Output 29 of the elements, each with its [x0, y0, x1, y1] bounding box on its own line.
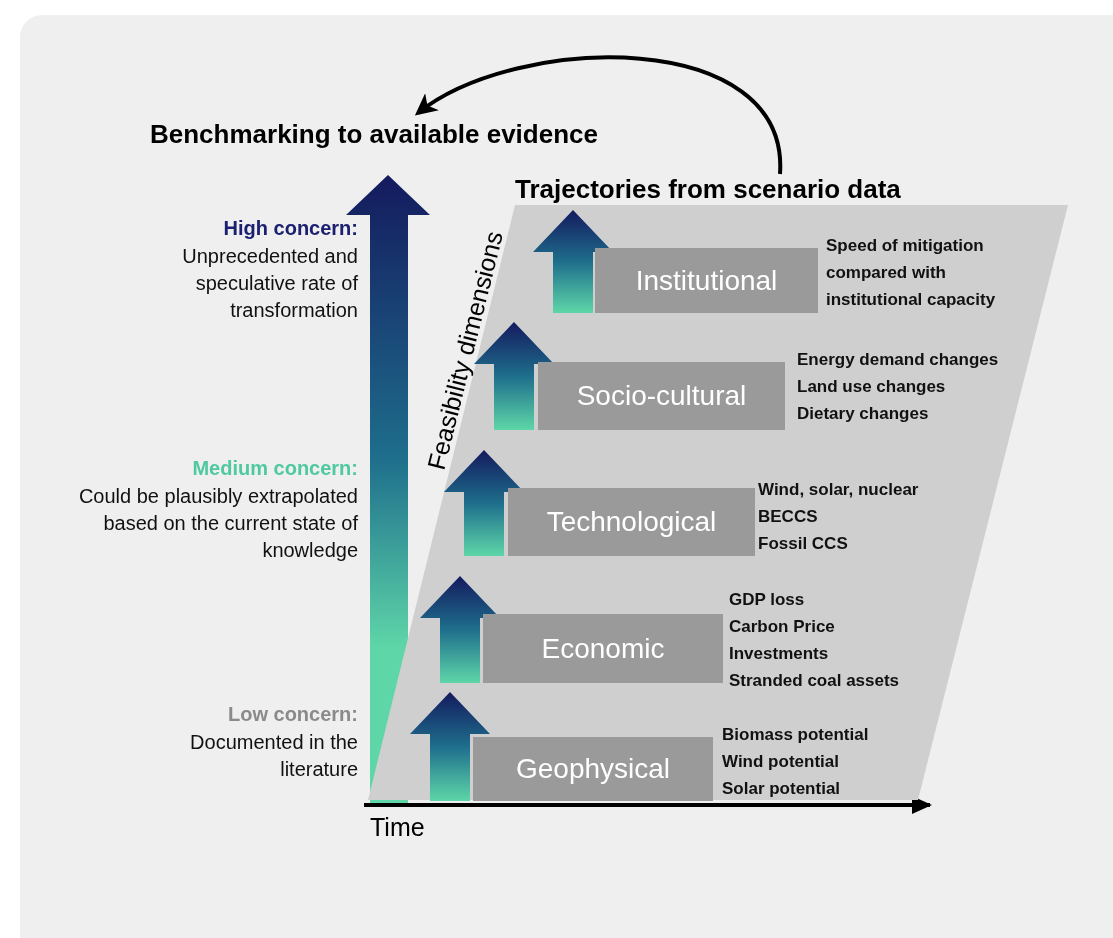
curved-arrow [414, 55, 782, 175]
indicator-text: Solar potential [722, 778, 842, 800]
indicator-text: Wind potential [722, 751, 840, 773]
concern-heading: Low concern: [227, 702, 358, 727]
concern-heading: High concern: [222, 216, 358, 241]
indicator-text: Wind, solar, nuclear [758, 479, 920, 501]
indicator-text: Dietary changes [797, 403, 930, 425]
panel-heading: Trajectories from scenario data [515, 174, 901, 205]
indicator-text: Energy demand changes [797, 349, 1000, 371]
indicator-text: Stranded coal assets [729, 670, 901, 692]
dimension-box: Economic [483, 614, 723, 683]
axis-label: Time [370, 813, 425, 842]
indicator-text: Biomass potential [722, 724, 870, 746]
concern-heading: Medium concern: [191, 456, 358, 481]
dimension-box: Geophysical [473, 737, 713, 801]
indicator-text: Fossil CCS [758, 533, 849, 555]
dimension-box: Institutional [595, 248, 818, 313]
concern-description: Unprecedented and speculative rate of transformation [181, 244, 358, 323]
dimension-box: Socio-cultural [538, 362, 785, 430]
indicator-text: Land use changes [797, 376, 947, 398]
concern-description: Documented in the literature [189, 730, 358, 782]
indicator-text: GDP loss [729, 589, 806, 611]
dimension-box: Technological [508, 488, 755, 556]
concern-description: Could be plausibly extrapolated based on the current state of knowledge [77, 484, 358, 563]
indicator-text: Investments [729, 643, 830, 665]
indicator-text: BECCS [758, 506, 819, 528]
indicator-text: Speed of mitigation compared with institutional capacity [826, 235, 997, 311]
indicator-text: Carbon Price [729, 616, 836, 638]
heading-text: Benchmarking to available evidence [150, 115, 598, 153]
